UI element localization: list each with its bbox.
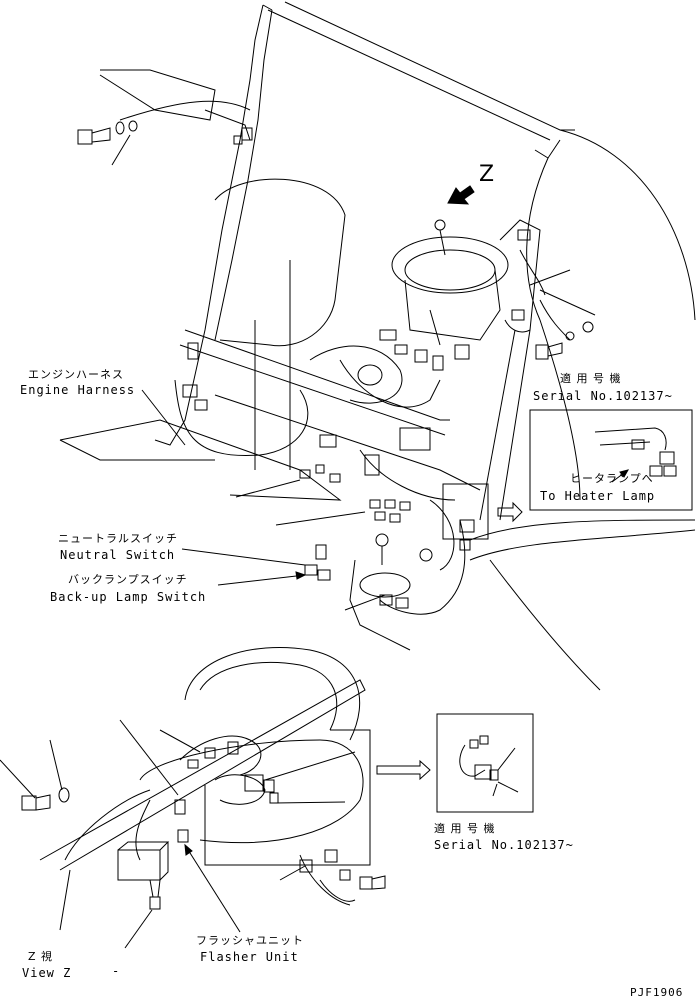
serial-top-jp-label: 適 用 号 機 [560, 372, 622, 385]
flasher-unit-label: Flasher Unit [200, 950, 299, 964]
leader-lines-top [111, 134, 596, 611]
serial-bottom-jp-label: 適 用 号 機 [434, 822, 496, 835]
engine-harness-label: Engine Harness [20, 383, 136, 397]
steering-column [379, 219, 509, 371]
view-marker-z: Z [479, 162, 495, 187]
view-z-jp-label: Z 視 [28, 950, 54, 963]
view-z-assembly [21, 646, 386, 931]
view-z-dash: - [112, 964, 121, 978]
heater-lamp-label: To Heater Lamp [540, 489, 656, 503]
view-z-label: View Z [22, 966, 72, 980]
serial-top-label: Serial No.102137~ [533, 389, 673, 403]
engine-harness-jp-label: エンジンハーネス [28, 368, 124, 381]
serial-inset-top [529, 409, 693, 511]
connectors-top [182, 127, 531, 609]
detail-arrow-bottom [376, 759, 431, 781]
leader-lines-bottom [0, 719, 356, 949]
backup-switch-label: Back-up Lamp Switch [50, 590, 207, 604]
bolts-top [77, 120, 594, 360]
serial-bottom-label: Serial No.102137~ [434, 838, 574, 852]
cab-frame [39, 1, 696, 871]
view-z-arrow [447, 185, 475, 205]
flasher-unit-jp-label: フラッシャユニット [196, 934, 304, 947]
backup-switch-jp-label: バックランプスイッチ [68, 573, 188, 586]
drawing-code: PJF1906 [630, 986, 684, 999]
neutral-switch-jp-label: ニュートラルスイッチ [58, 532, 178, 545]
heater-jp-label: ヒータランプへ [570, 472, 654, 485]
neutral-switch-label: Neutral Switch [60, 548, 176, 562]
serial-inset-bottom [436, 713, 534, 813]
detail-marker-top [442, 483, 523, 540]
